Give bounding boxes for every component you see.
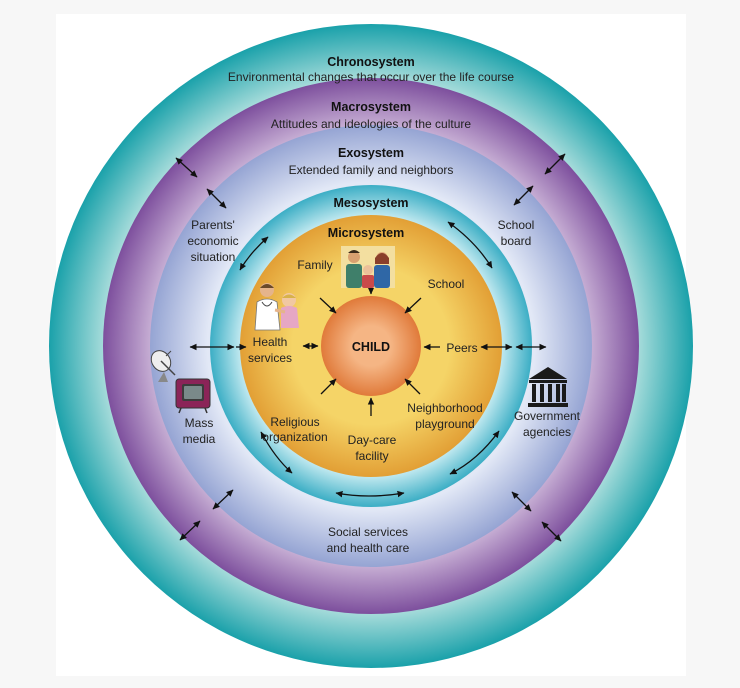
family-photo-icon xyxy=(341,246,395,288)
arrow-meso-lower-right xyxy=(449,430,500,475)
child-label: CHILD xyxy=(352,340,390,354)
arrow-outer-tl-2 xyxy=(206,188,227,209)
microsystem-title: Microsystem xyxy=(328,226,404,240)
arrow-child-neighborhood xyxy=(404,378,421,395)
daycare-label-1: Day-care xyxy=(348,433,397,447)
mesosystem-arrows xyxy=(189,221,547,498)
macrosystem-title: Macrosystem xyxy=(331,100,411,114)
government-building-icon xyxy=(528,367,568,407)
doctor-child-icon xyxy=(254,283,299,331)
neighborhood-label-1: Neighborhood xyxy=(407,401,482,415)
exosystem-subtitle: Extended family and neighbors xyxy=(289,163,454,177)
child-center xyxy=(321,296,421,396)
neighborhood-label-2: playground xyxy=(415,417,474,431)
satellite-tv-icon xyxy=(150,350,211,414)
arrow-meso-lower-left xyxy=(260,431,293,474)
arrow-meso-upper-right xyxy=(447,221,493,269)
exosystem-title: Exosystem xyxy=(338,146,404,160)
school-board-label-2: board xyxy=(501,234,532,248)
school-board-label-1: School xyxy=(498,218,535,232)
religious-label-2: organization xyxy=(262,430,327,444)
outer-diagonal-arrows xyxy=(175,153,566,542)
family-label: Family xyxy=(297,258,332,272)
parents-label-1: Parents' xyxy=(191,218,235,232)
religious-label-1: Religious xyxy=(270,415,319,429)
government-label-2: agencies xyxy=(523,425,571,439)
school-label: School xyxy=(428,277,465,291)
arrow-child-religious xyxy=(320,378,337,395)
parents-label-3: situation xyxy=(191,250,236,264)
mass-media-label-1: Mass xyxy=(185,416,214,430)
social-services-label-1: Social services xyxy=(328,525,408,539)
health-label-2: services xyxy=(248,351,292,365)
daycare-label-2: facility xyxy=(355,449,388,463)
chronosystem-subtitle: Environmental changes that occur over th… xyxy=(228,70,514,84)
arrow-outer-tr-2 xyxy=(513,185,534,206)
mass-media-label-2: media xyxy=(183,432,216,446)
arrow-child-health-upper xyxy=(319,297,337,314)
arrow-outer-bl-1 xyxy=(212,489,234,510)
arrow-outer-tl-1 xyxy=(175,157,198,178)
arrow-outer-br-1 xyxy=(511,491,532,512)
arrow-child-school xyxy=(404,297,422,314)
social-services-label-2: and health care xyxy=(327,541,410,555)
arrow-outer-tr-1 xyxy=(544,153,566,175)
arrow-outer-bl-2 xyxy=(179,520,201,541)
arrow-meso-bottom xyxy=(335,490,405,498)
peers-label: Peers xyxy=(446,341,477,355)
macrosystem-subtitle: Attitudes and ideologies of the culture xyxy=(271,117,471,131)
mesosystem-title: Mesosystem xyxy=(333,196,408,210)
arrow-meso-upper-left xyxy=(239,236,269,271)
arrow-outer-br-2 xyxy=(541,521,562,542)
chronosystem-title: Chronosystem xyxy=(327,55,415,69)
government-label-1: Government xyxy=(514,409,581,423)
parents-label-2: economic xyxy=(187,234,238,248)
health-label-1: Health xyxy=(253,335,288,349)
